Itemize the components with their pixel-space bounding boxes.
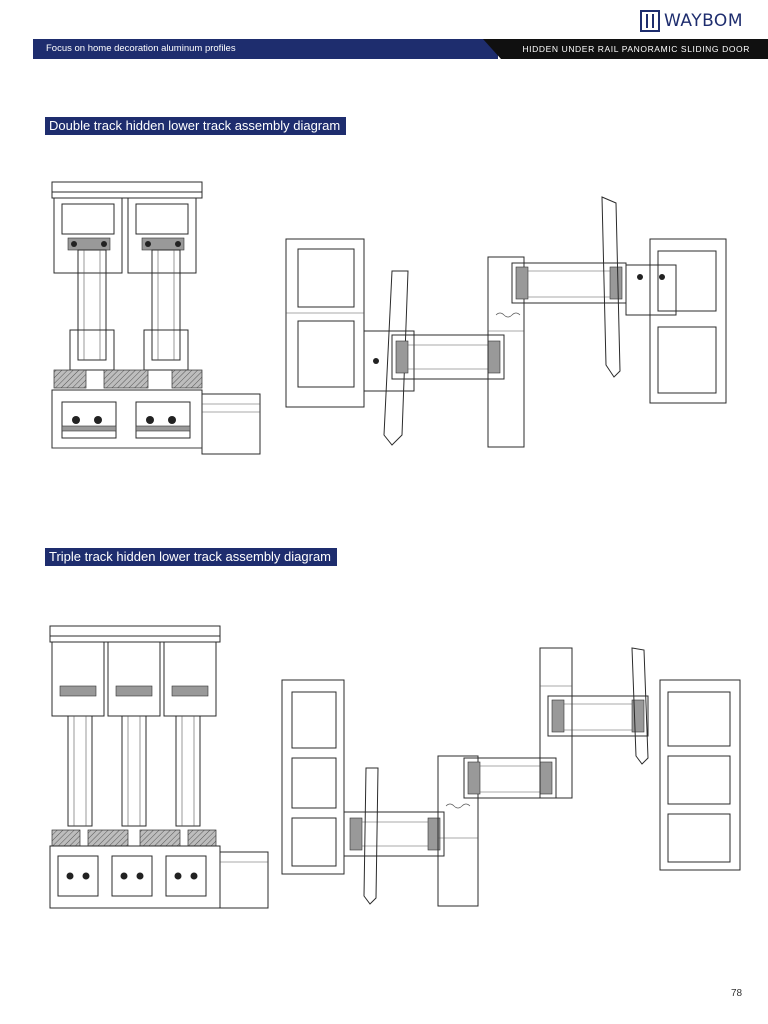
brand-name: WAYBOM — [664, 11, 743, 31]
header-product-bar: HIDDEN UNDER RAIL PANORAMIC SLIDING DOOR — [483, 39, 768, 59]
header-tagline-bar: Focus on home decoration aluminum profil… — [33, 39, 498, 59]
section-title-double-track: Double track hidden lower track assembly… — [45, 117, 347, 135]
double-track-vertical-section-drawing — [51, 181, 261, 455]
section-title-triple-track: Triple track hidden lower track assembly… — [45, 548, 338, 566]
header-bar: Focus on home decoration aluminum profil… — [0, 39, 768, 59]
triple-track-horizontal-section-drawing — [281, 647, 741, 907]
header-product-title: HIDDEN UNDER RAIL PANORAMIC SLIDING DOOR — [522, 44, 750, 54]
page-number: 78 — [731, 988, 743, 999]
triple-track-vertical-section-drawing — [49, 625, 269, 909]
double-track-horizontal-section-drawing — [285, 196, 727, 448]
header-tagline: Focus on home decoration aluminum profil… — [46, 43, 236, 54]
waybom-logo-icon — [640, 10, 660, 32]
brand-logo: WAYBOM — [640, 8, 743, 34]
